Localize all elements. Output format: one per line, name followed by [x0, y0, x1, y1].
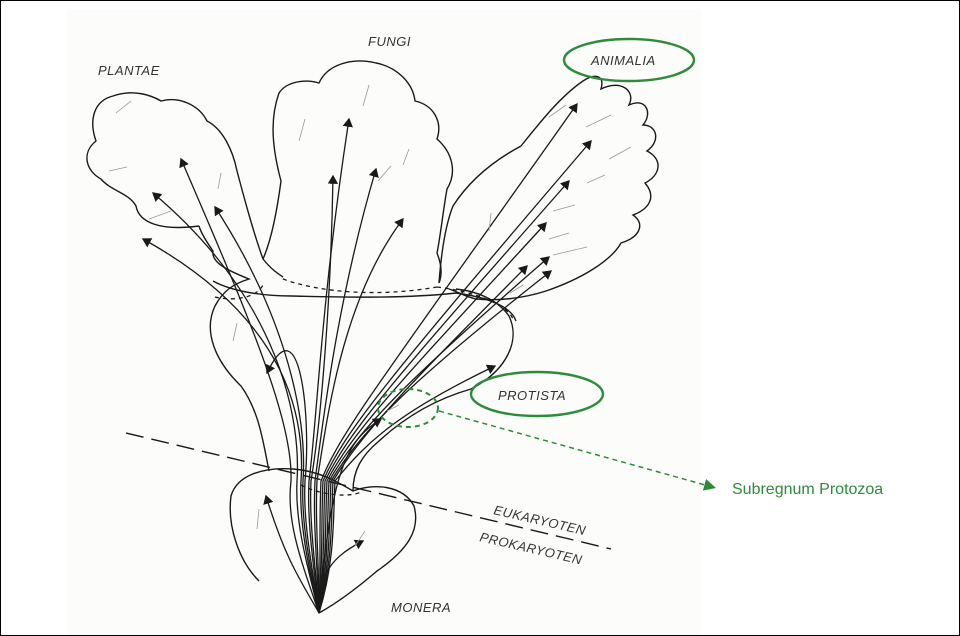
protozoa-callout-label: Subregnum Protozoa [732, 481, 883, 499]
branch [153, 193, 319, 613]
protista-region [199, 226, 269, 471]
branch [215, 207, 319, 613]
branch [319, 366, 495, 613]
kingdom-label-fungi: FUNGI [368, 34, 411, 49]
branch [181, 159, 319, 613]
branch [319, 271, 551, 613]
prokaryoten-label: PROKARYOTEN [478, 529, 584, 567]
kingdom-label-monera: MONERA [391, 600, 451, 615]
twig-labels [109, 85, 631, 546]
plantae-region [87, 93, 283, 277]
fungi-region [263, 61, 452, 283]
branch [319, 104, 577, 613]
branch [143, 239, 319, 613]
protozoa-dashed-ellipse [378, 389, 438, 427]
protozoa-callout-arrow [439, 411, 716, 488]
kingdom-label-protista: PROTISTA [498, 388, 566, 403]
kingdom-label-plantae: PLANTAE [98, 63, 160, 78]
eukaryoten-label: EUKARYOTEN [492, 502, 587, 538]
animalia-region [439, 76, 658, 299]
kingdom-label-animalia: ANIMALIA [590, 53, 656, 68]
